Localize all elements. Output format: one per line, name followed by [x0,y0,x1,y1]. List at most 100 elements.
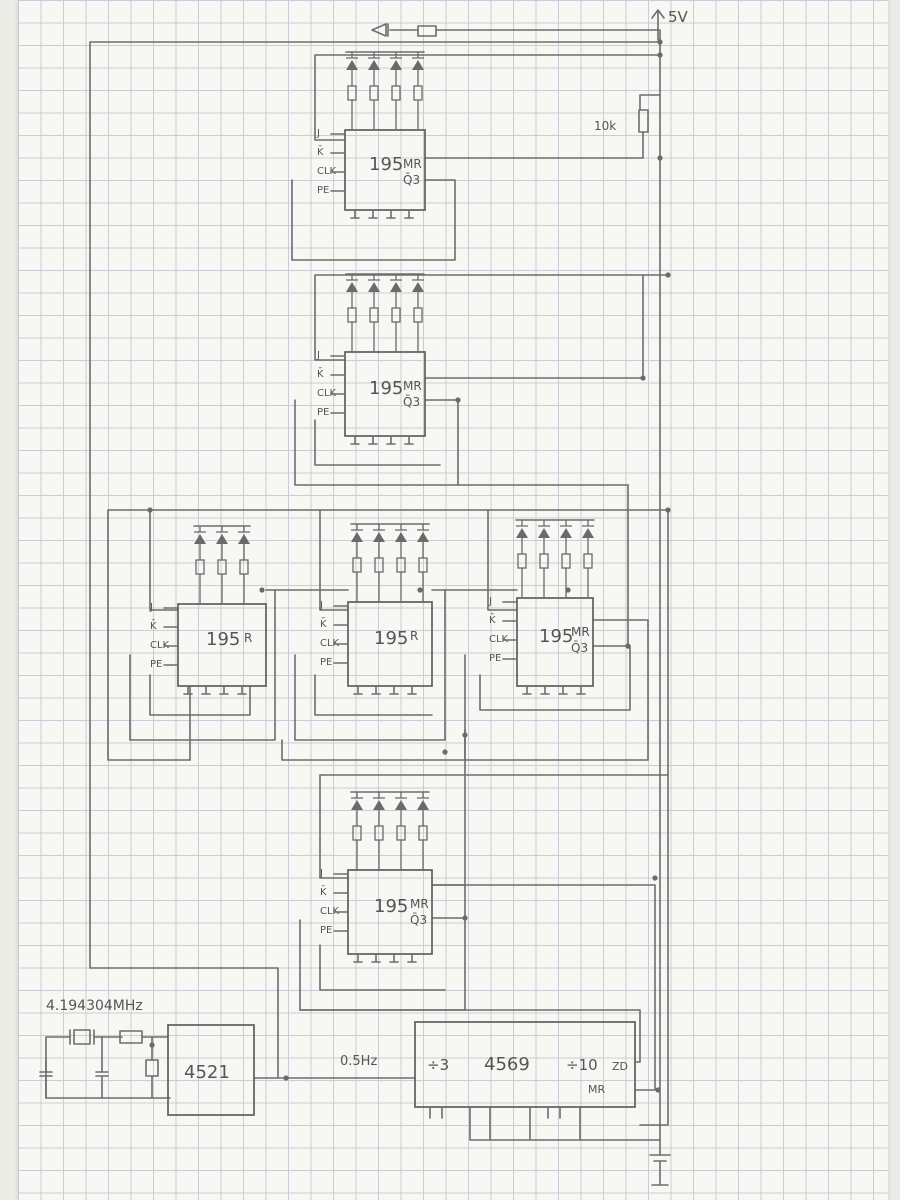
led-icon [538,520,550,598]
resistor-icon [391,85,401,101]
pin-label: PE [489,653,501,664]
resistor-icon [352,557,362,573]
pin-label: K̄ [317,367,324,380]
resistor-icon [539,553,549,569]
pin-label: J [319,868,323,879]
ground-battery-icon [649,1099,671,1186]
led-icon [346,52,358,130]
input-resistor [417,25,437,37]
pin-label: CLK [489,634,509,645]
pin-label: MR [403,157,422,171]
led-icon [194,526,206,604]
counter-chip-label: 4569 [484,1054,530,1075]
chip-label: 195 [374,896,408,917]
pin-label: Q̄3 [410,913,427,927]
pin-label: PE [320,657,332,668]
pin-label: J [319,600,323,611]
resistor-icon [418,825,428,841]
counter-div3-label: ÷3 [427,1056,449,1074]
crystal-icon [73,1029,91,1045]
led-icon [412,274,424,352]
counter-mr-label: MR [588,1083,605,1096]
resistor-icon [583,553,593,569]
pin-label: PE [320,925,332,936]
capacitor-icon [39,1059,53,1099]
led-icon [351,792,363,870]
shift-registers: 195JK̄CLKPEMRQ̄3195JK̄CLKPEMRQ̄3195JK̄CL… [149,51,595,963]
pin-label: CLK [150,640,170,651]
pin-label: K̄ [489,613,496,626]
pin-label: PE [150,659,162,670]
chip-label: 195 [369,154,403,175]
pin-label: MR [403,379,422,393]
chip-label: 195 [206,629,240,650]
pullup-resistor-label: 10k [594,119,616,133]
counter-div10-label: ÷10 [566,1056,598,1074]
led-icon [417,524,429,602]
resistor-icon [217,559,227,575]
pin-label: K̄ [317,145,324,158]
pin-label: R [244,631,252,645]
led-icon [368,52,380,130]
pin-label: J [149,602,153,613]
resistor-icon [369,307,379,323]
led-icon [560,520,572,598]
counter-chip-4569 [414,1021,636,1108]
counter-pins [429,1106,641,1141]
led-icon [368,274,380,352]
led-icon [417,792,429,870]
resistor-icon [374,825,384,841]
wiring [89,29,671,1141]
resistor-icon [374,557,384,573]
led-icon [351,524,363,602]
resistor-icon [413,307,423,323]
graph-paper-sheet [18,0,888,1200]
led-icon [373,524,385,602]
pullup-resistor [638,109,649,133]
pin-label: CLK [317,388,337,399]
resistor-icon [347,85,357,101]
pin-label: Q̄3 [571,641,588,655]
resistor-icon [352,825,362,841]
led-icon [346,274,358,352]
pin-label: MR [410,897,429,911]
supply-label: 5V [668,8,689,26]
pin-label: J [316,128,320,139]
pin-label: CLK [317,166,337,177]
counter-input-frequency: 0.5Hz [340,1054,377,1069]
pin-label: PE [317,185,329,196]
led-icon [412,52,424,130]
pin-label: K̄ [320,617,327,630]
pin-label: J [316,350,320,361]
divider-chip-label: 4521 [184,1062,230,1083]
pin-label: PE [317,407,329,418]
resistor-icon [517,553,527,569]
pin-label: MR [571,625,590,639]
resistor-icon [391,307,401,323]
led-icon [238,526,250,604]
resistor-icon [195,559,205,575]
chip-body [516,597,594,687]
led-icon [216,526,228,604]
resistor-icon [396,557,406,573]
input-diode [371,23,389,37]
chip-label: 195 [369,378,403,399]
resistor-icon [413,85,423,101]
led-icon [395,524,407,602]
resistor-icon [369,85,379,101]
resistor-icon [347,307,357,323]
pin-label: CLK [320,906,340,917]
led-icon [390,274,402,352]
resistor-icon [418,557,428,573]
pin-label: K̄ [150,619,157,632]
resistor-icon [396,825,406,841]
led-icon [390,52,402,130]
shift-register-r3: 195 J K̄ CLK PE R [149,525,267,695]
pin-label: Q̄3 [403,395,420,409]
led-icon [516,520,528,598]
resistor-icon [239,559,249,575]
counter-zd-label: ZD [612,1060,628,1073]
